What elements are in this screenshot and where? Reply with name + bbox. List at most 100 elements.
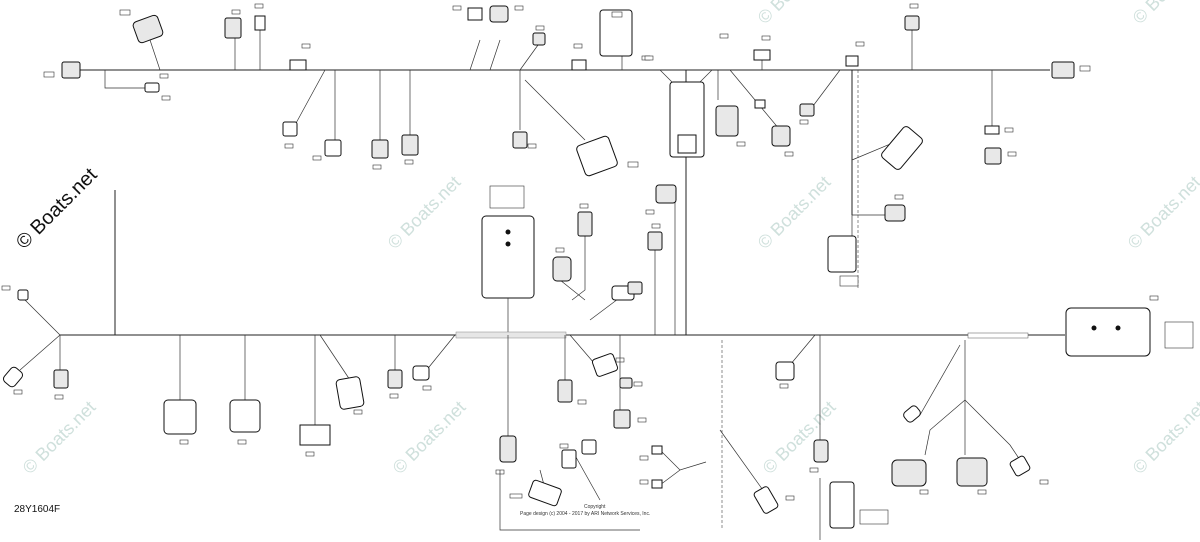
tag bbox=[639, 455, 649, 461]
connector-small bbox=[371, 139, 389, 159]
connector-top-right bbox=[1051, 61, 1075, 79]
branch-wire bbox=[659, 449, 707, 471]
tag bbox=[645, 209, 655, 215]
tag bbox=[535, 25, 545, 31]
fuse-box bbox=[481, 215, 535, 299]
branch-wire bbox=[499, 470, 640, 531]
branch-wire bbox=[19, 334, 61, 371]
tag bbox=[809, 467, 819, 473]
branch-wire bbox=[809, 69, 841, 111]
bottom-harness bbox=[1, 190, 1194, 540]
connector-small bbox=[753, 486, 779, 514]
branch-wire bbox=[789, 334, 816, 366]
connector-small bbox=[754, 99, 766, 109]
connector-small bbox=[532, 32, 546, 46]
connector-small bbox=[884, 204, 906, 222]
connector-small bbox=[512, 131, 528, 149]
connector-small bbox=[627, 281, 643, 295]
tag bbox=[977, 489, 987, 495]
tag bbox=[579, 203, 589, 209]
branch-wire bbox=[24, 299, 61, 336]
connector-small bbox=[552, 256, 572, 282]
connector-upright bbox=[224, 17, 242, 39]
connector-large bbox=[299, 424, 331, 446]
connector-large bbox=[956, 457, 988, 487]
tag bbox=[761, 35, 771, 41]
branch-wire bbox=[104, 70, 145, 89]
branch-wire bbox=[924, 399, 966, 456]
control-module bbox=[827, 235, 857, 273]
connector-top-left bbox=[61, 61, 81, 79]
connector-small bbox=[412, 365, 430, 381]
tag bbox=[254, 3, 264, 9]
tag bbox=[527, 143, 537, 149]
label-box bbox=[859, 509, 889, 525]
sensor-body bbox=[881, 126, 923, 170]
connector-large bbox=[132, 14, 164, 44]
tag bbox=[509, 493, 523, 499]
tag bbox=[301, 43, 311, 49]
branch-wire bbox=[571, 449, 601, 501]
tag bbox=[353, 409, 363, 415]
relay-box bbox=[599, 9, 633, 57]
connector-small bbox=[651, 479, 663, 489]
tag bbox=[54, 394, 64, 400]
tag bbox=[855, 41, 865, 47]
branch-wire bbox=[149, 39, 161, 71]
tag bbox=[284, 143, 294, 149]
connector-bracket bbox=[829, 481, 855, 529]
connector-small bbox=[647, 231, 663, 251]
watermark-text: © Boats.net bbox=[754, 0, 835, 28]
watermark-text: © Boats.net bbox=[1129, 397, 1200, 478]
connector-small bbox=[771, 125, 791, 147]
connector-inline bbox=[289, 59, 307, 71]
main-fuse-box bbox=[1065, 307, 1151, 357]
socket-cluster bbox=[576, 135, 618, 177]
tag bbox=[559, 443, 569, 449]
connector-small bbox=[651, 445, 663, 455]
branch-wire bbox=[919, 344, 961, 416]
fuse-box-dot bbox=[505, 229, 511, 235]
tag bbox=[627, 161, 639, 168]
watermark-text: © Boats.net bbox=[754, 172, 835, 253]
tag bbox=[161, 95, 171, 101]
tag bbox=[1039, 479, 1049, 485]
tag bbox=[577, 399, 587, 405]
branch-wire bbox=[524, 79, 586, 141]
connector-small bbox=[144, 82, 160, 93]
connector-small bbox=[904, 15, 920, 31]
tag bbox=[637, 417, 647, 423]
branch-wire bbox=[294, 69, 326, 126]
connector-small bbox=[387, 369, 403, 389]
tag bbox=[633, 381, 643, 387]
connector-small bbox=[282, 121, 298, 137]
branch-wire bbox=[571, 235, 586, 301]
connector-small bbox=[489, 5, 509, 23]
tag bbox=[231, 9, 241, 15]
control-module bbox=[163, 399, 197, 435]
sleeve-section bbox=[967, 332, 1029, 339]
tag bbox=[784, 151, 794, 157]
connector-small bbox=[324, 139, 342, 157]
fuse-box-dot bbox=[1091, 325, 1097, 331]
junction-block-socket bbox=[677, 134, 697, 154]
sleeve-section bbox=[455, 331, 567, 339]
connector-small bbox=[655, 184, 677, 204]
tag bbox=[119, 9, 131, 16]
branch-wire bbox=[319, 334, 351, 381]
connector-small bbox=[799, 103, 815, 117]
tag bbox=[736, 141, 746, 147]
label-box bbox=[839, 275, 859, 287]
tag bbox=[404, 159, 414, 165]
connector-large bbox=[891, 459, 927, 487]
tag bbox=[1004, 127, 1014, 133]
branch-wire bbox=[659, 469, 681, 486]
main-watermark: © Boats.net bbox=[12, 164, 102, 254]
connector-small bbox=[499, 435, 517, 463]
watermark-text: © Boats.net bbox=[759, 397, 840, 478]
tag bbox=[422, 385, 432, 391]
connector-small bbox=[591, 353, 619, 377]
tag bbox=[305, 451, 315, 457]
connector-small bbox=[401, 134, 419, 156]
connector-small bbox=[619, 377, 633, 389]
